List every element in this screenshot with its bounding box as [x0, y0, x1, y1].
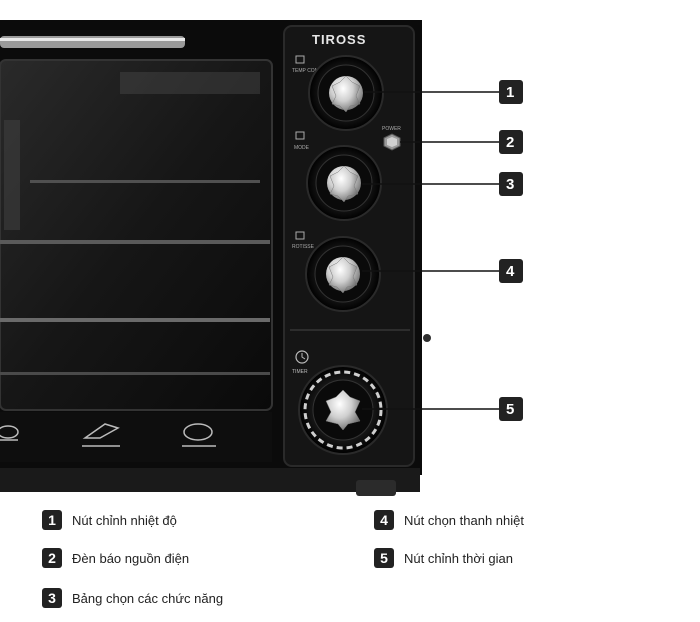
temp-label: TEMP CONTROL: [292, 68, 332, 74]
legend-text: Đèn báo nguồn điện: [72, 550, 190, 566]
svg-text:2: 2: [506, 134, 514, 151]
svg-text:3: 3: [506, 176, 514, 193]
legend-text: Nút chọn thanh nhiệt: [404, 512, 524, 528]
legend-badge: 5: [374, 548, 394, 568]
oven-base: [0, 468, 420, 492]
legend: 1 Nút chỉnh nhiệt độ 2 Đèn báo nguồn điệ…: [0, 500, 700, 622]
legend-item-1: 1 Nút chỉnh nhiệt độ: [42, 510, 177, 530]
legend-badge: 3: [42, 588, 62, 608]
callout-badge-1: 1: [499, 80, 523, 104]
door-window: [0, 59, 273, 411]
svg-text:5: 5: [506, 401, 514, 418]
legend-item-3: 3 Bảng chọn các chức năng: [42, 588, 223, 608]
legend-badge: 4: [374, 510, 394, 530]
clock-icon: [295, 350, 309, 364]
timer-label: TIMER: [292, 369, 308, 375]
legend-text: Bảng chọn các chức năng: [72, 590, 224, 606]
power-label: POWER: [382, 126, 401, 132]
function-strip: [0, 412, 272, 462]
legend-badge: 1: [42, 510, 62, 530]
rotisse-icon: [295, 231, 305, 240]
bake-icon: [0, 425, 19, 441]
power-indicator-light: [383, 133, 401, 151]
heating-element-knob[interactable]: [305, 236, 381, 312]
timer-knob[interactable]: [298, 365, 388, 455]
door-handle: [0, 36, 185, 48]
oven-foot: [356, 480, 396, 496]
fish-icon: [82, 423, 120, 447]
callout-badge-2: 2: [499, 130, 523, 154]
legend-text: Nút chỉnh thời gian: [404, 550, 513, 566]
oven-photo: TIROSS TEMP CONTROL MODE POWER ROTISSE T…: [0, 20, 523, 496]
rotisse-label: ROTISSE: [292, 244, 315, 250]
chicken-icon: [182, 423, 216, 447]
legend-item-5: 5 Nút chỉnh thời gian: [374, 548, 513, 568]
callout-badge-4: 4: [499, 259, 523, 283]
legend-text: Nút chỉnh nhiệt độ: [72, 512, 177, 528]
legend-item-4: 4 Nút chọn thanh nhiệt: [374, 510, 524, 530]
legend-badge: 2: [42, 548, 62, 568]
svg-text:1: 1: [506, 84, 514, 101]
callout-badge-5: 5: [499, 397, 523, 421]
mode-knob[interactable]: [306, 145, 382, 221]
callout-badge-3: 3: [499, 172, 523, 196]
legend-item-2: 2 Đèn báo nguồn điện: [42, 548, 189, 568]
temperature-knob[interactable]: [308, 55, 384, 131]
mode-icon: [295, 131, 305, 140]
temp-icon: [295, 55, 305, 64]
svg-text:4: 4: [506, 263, 515, 280]
mode-label: MODE: [294, 145, 310, 151]
brand-logo: TIROSS: [312, 32, 366, 47]
